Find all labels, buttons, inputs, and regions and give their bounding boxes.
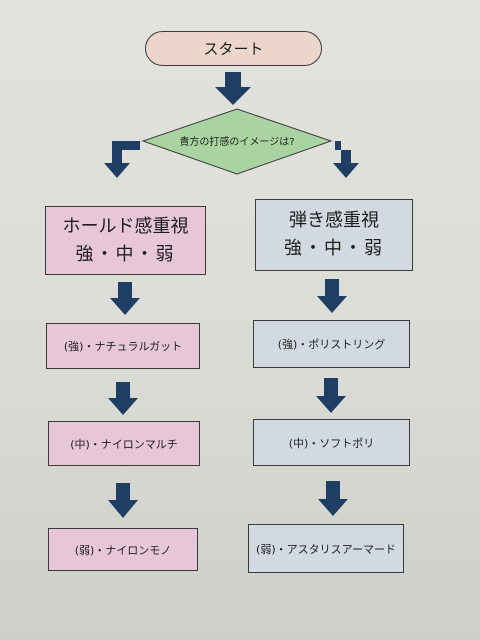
hold-feel-title: ホールド感重視 [62, 215, 189, 237]
right-step-strong: (強)・ポリストリング [253, 320, 410, 368]
rebound-feel-levels: 強・中・弱 [284, 238, 384, 259]
right-step-medium-label: (中)・ソフトポリ [288, 436, 375, 450]
start-node: スタート [145, 31, 322, 66]
arrow-down-icon [108, 382, 138, 415]
left-step-strong-label: (強)・ナチュラルガット [63, 340, 183, 353]
rebound-feel-node: 弾き感重視 強・中・弱 [255, 199, 413, 271]
left-step-weak: (弱)・ナイロンモノ [48, 528, 198, 571]
right-step-medium: (中)・ソフトポリ [253, 419, 410, 466]
decision-diamond [141, 108, 333, 175]
arrow-down-icon [318, 481, 348, 516]
arrow-down-icon [110, 282, 140, 315]
arrow-down-icon [215, 72, 251, 105]
left-step-medium-label: (中)・ナイロンマルチ [70, 437, 178, 451]
right-step-weak-label: (弱)・アスタリスアーマード [256, 542, 396, 556]
left-step-strong: (強)・ナチュラルガット [46, 323, 200, 369]
arrow-down-icon [108, 483, 138, 518]
hold-feel-levels: 強・中・弱 [75, 243, 176, 265]
arrow-down-icon [316, 378, 346, 413]
left-step-weak-label: (弱)・ナイロンモノ [74, 543, 172, 557]
arrow-branch-right-icon [333, 141, 359, 178]
decision-label: 貴方の打感のイメージは? [179, 135, 294, 148]
arrow-branch-left-icon [104, 141, 140, 178]
start-label: スタート [203, 40, 264, 58]
left-step-medium: (中)・ナイロンマルチ [48, 421, 200, 466]
arrow-down-icon [317, 279, 347, 313]
right-step-weak: (弱)・アスタリスアーマード [248, 524, 404, 573]
right-step-strong-label: (強)・ポリストリング [277, 338, 386, 351]
hold-feel-node: ホールド感重視 強・中・弱 [45, 206, 206, 275]
rebound-feel-title: 弾き感重視 [289, 210, 379, 232]
